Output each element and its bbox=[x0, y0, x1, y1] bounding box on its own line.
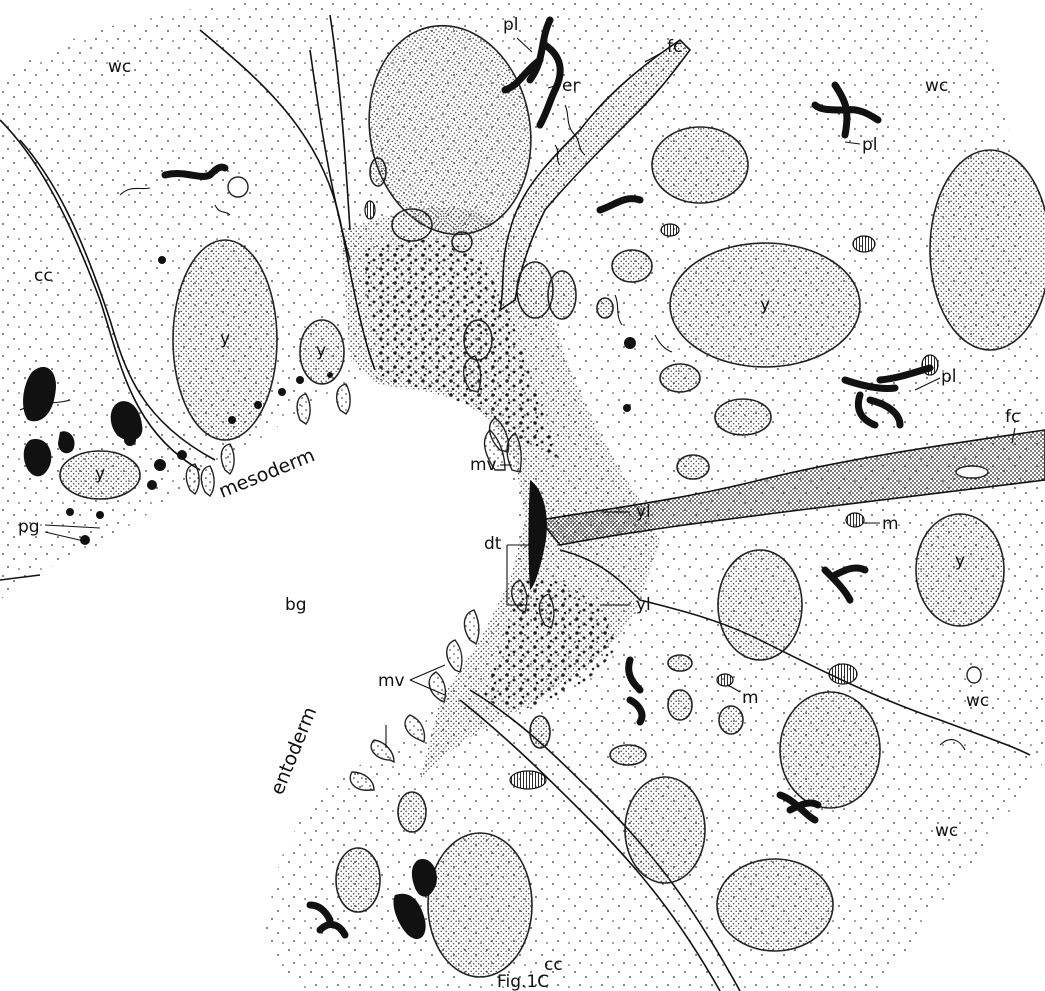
label-fc: fc bbox=[1005, 407, 1020, 427]
figure-caption: Fig.1C bbox=[497, 972, 549, 991]
label-mv: mv bbox=[470, 455, 497, 475]
label-yl: yl bbox=[636, 502, 651, 522]
label-fc: fc bbox=[667, 37, 682, 57]
label-wc: wc bbox=[925, 76, 948, 96]
label-bg: bg bbox=[285, 595, 307, 615]
label-wc: wc bbox=[935, 821, 958, 841]
label-y: y bbox=[95, 464, 105, 484]
label-m: m bbox=[882, 514, 899, 534]
vacuole bbox=[228, 177, 248, 197]
label-yl: yl bbox=[636, 595, 651, 615]
label-pl: pl bbox=[503, 15, 519, 35]
label-mv: mv bbox=[378, 671, 405, 691]
label-wc: wc bbox=[966, 691, 989, 711]
vacuole bbox=[967, 667, 981, 683]
label-wc: wc bbox=[108, 57, 131, 77]
label-er: er bbox=[562, 76, 579, 96]
label-y: y bbox=[760, 295, 770, 315]
label-y: y bbox=[955, 551, 965, 571]
label-m: m bbox=[742, 688, 759, 708]
label-dt: dt bbox=[484, 534, 502, 554]
label-pl: pl bbox=[862, 135, 878, 155]
label-cc: cc bbox=[34, 266, 53, 286]
label-pg: pg bbox=[18, 517, 40, 537]
label-pl: pl bbox=[941, 367, 957, 387]
fc-nucleus-vacuole bbox=[956, 466, 988, 478]
label-y: y bbox=[220, 329, 230, 349]
label-y: y bbox=[316, 341, 326, 361]
